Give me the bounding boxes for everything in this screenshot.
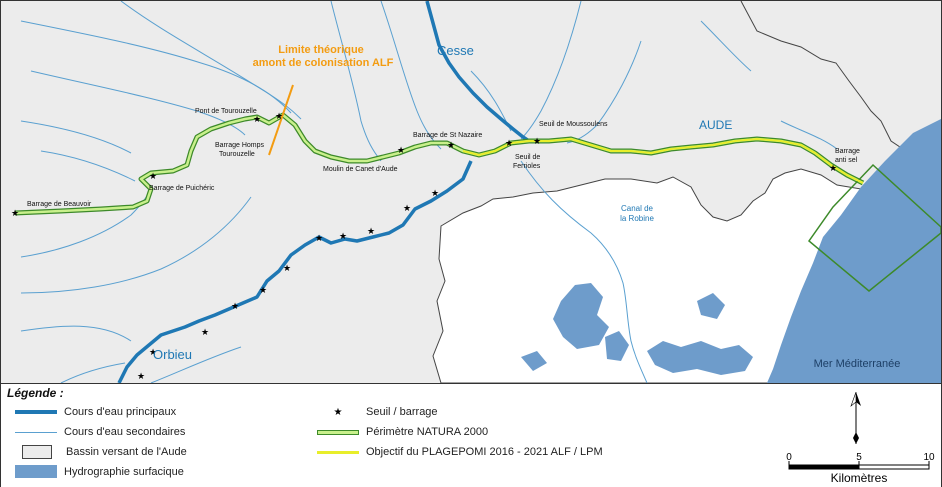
north-arrow-icon xyxy=(850,392,861,444)
scale-unit: Kilomètres xyxy=(831,471,888,485)
barrage-marker: ★ xyxy=(11,208,19,218)
river-label-aude: AUDE xyxy=(699,118,732,132)
lagoons xyxy=(521,283,753,375)
barrage-marker: ★ xyxy=(137,371,145,381)
canal-label-line1: Canal de xyxy=(621,204,654,213)
barrage-marker: ★ xyxy=(447,140,455,150)
river-label-orbieu: Orbieu xyxy=(153,347,192,362)
main-rivers xyxy=(117,1,530,383)
basin-boundary-north xyxy=(740,1,941,160)
barrage-marker: ★ xyxy=(829,163,837,173)
barrage-marker: ★ xyxy=(283,263,291,273)
legend-item-bassin-versant: Bassin versant de l'Aude xyxy=(15,445,187,459)
site-label-barrage-beauvoir: Barrage de Beauvoir xyxy=(27,201,92,208)
scale-bar: 0 5 10 Kilomètres xyxy=(786,452,935,485)
legend-label: Objectif du PLAGEPOMI 2016 - 2021 ALF / … xyxy=(366,446,603,458)
scale-tick-5: 5 xyxy=(856,452,862,463)
site-label-moulin-canet: Moulin de Canet d'Aude xyxy=(323,166,398,173)
limit-label-line1: Limite théorique xyxy=(278,44,364,56)
hydrography-swatch xyxy=(15,465,57,478)
site-label-barrage-homps-2: Tourouzelle xyxy=(219,151,255,158)
map-area: ★ ★ ★ ★ ★ ★ ★ ★ ★ ★ ★ ★ ★ ★ ★ ★ ★ ★ ★ ★ … xyxy=(1,1,941,383)
site-label-barrage-puicheric: Barrage de Puichéric xyxy=(149,185,215,192)
river-label-cesse: Cesse xyxy=(437,43,474,58)
legend-title: Légende : xyxy=(7,386,64,400)
cesse-river xyxy=(425,1,530,143)
sea-area xyxy=(767,119,941,383)
legend-item-plagepomi: Objectif du PLAGEPOMI 2016 - 2021 ALF / … xyxy=(317,446,603,458)
barrage-marker: ★ xyxy=(403,203,411,213)
barrage-marker: ★ xyxy=(397,145,405,155)
legend-item-cours-principaux: Cours d'eau principaux xyxy=(15,406,176,418)
barrage-marker: ★ xyxy=(149,171,157,181)
site-label-barrage-anti-sel: Barrage xyxy=(835,148,860,155)
barrage-marker: ★ xyxy=(533,136,541,146)
natura-swatch xyxy=(317,429,359,435)
legend-item-cours-secondaires: Cours d'eau secondaires xyxy=(15,426,185,438)
legend-label: Bassin versant de l'Aude xyxy=(66,446,187,458)
secondary-river-swatch xyxy=(15,431,57,433)
barrage-marker: ★ xyxy=(259,285,267,295)
legend-label: Périmètre NATURA 2000 xyxy=(366,426,489,438)
site-label-barrage-homps: Barrage Homps xyxy=(215,142,265,149)
legend-panel: Légende : Cours d'eau principaux Cours d… xyxy=(1,383,941,487)
legend-label: Seuil / barrage xyxy=(366,406,438,418)
legend-label: Hydrographie surfacique xyxy=(64,465,184,478)
barrage-marker: ★ xyxy=(431,188,439,198)
plagepomi-swatch xyxy=(317,450,359,454)
barrage-markers: ★ ★ ★ ★ ★ ★ ★ ★ ★ ★ ★ ★ ★ ★ ★ ★ ★ ★ ★ ★ xyxy=(11,111,837,381)
barrage-marker: ★ xyxy=(367,226,375,236)
natura-sea-polygon xyxy=(807,163,941,292)
barrage-marker: ★ xyxy=(253,114,261,124)
limit-label-line2: amont de colonisation ALF xyxy=(253,57,394,69)
colonisation-limit-line xyxy=(268,84,294,156)
sea-label: Mer Méditerranée xyxy=(814,358,901,370)
site-label-seuil-ferrioles-2: Ferrioles xyxy=(513,163,541,170)
orbieu-river xyxy=(117,160,473,383)
legend-item-hydrographie: Hydrographie surfacique xyxy=(15,465,184,478)
scale-tick-10: 10 xyxy=(923,452,935,463)
legend-label: Cours d'eau secondaires xyxy=(64,426,186,438)
barrage-marker: ★ xyxy=(315,233,323,243)
barrage-marker: ★ xyxy=(339,231,347,241)
main-river-swatch xyxy=(15,410,57,414)
barrage-marker: ★ xyxy=(505,138,513,148)
site-label-pont-tourouzelle: Pont de Tourouzelle xyxy=(195,108,257,115)
barrage-marker: ★ xyxy=(201,327,209,337)
basin-swatch xyxy=(22,445,52,459)
barrage-marker: ★ xyxy=(231,301,239,311)
barrage-marker: ★ xyxy=(149,347,157,357)
plagepomi-objective-line xyxy=(462,137,864,184)
legend-item-natura: Périmètre NATURA 2000 xyxy=(317,426,488,438)
canal-label-line2: la Robine xyxy=(620,214,654,223)
site-label-seuil-ferrioles: Seuil de xyxy=(515,154,540,161)
legend-label: Cours d'eau principaux xyxy=(64,406,177,418)
site-label-barrage-st-nazaire: Barrage de St Nazaire xyxy=(413,132,482,139)
scale-tick-0: 0 xyxy=(786,452,792,463)
site-label-barrage-anti-sel-2: anti sel xyxy=(835,157,858,164)
site-label-seuil-moussoulens: Seuil de Moussoulens xyxy=(539,121,608,128)
legend-item-seuil-barrage: ★ Seuil / barrage xyxy=(317,406,438,418)
star-icon: ★ xyxy=(333,406,343,418)
barrage-marker: ★ xyxy=(275,111,283,121)
